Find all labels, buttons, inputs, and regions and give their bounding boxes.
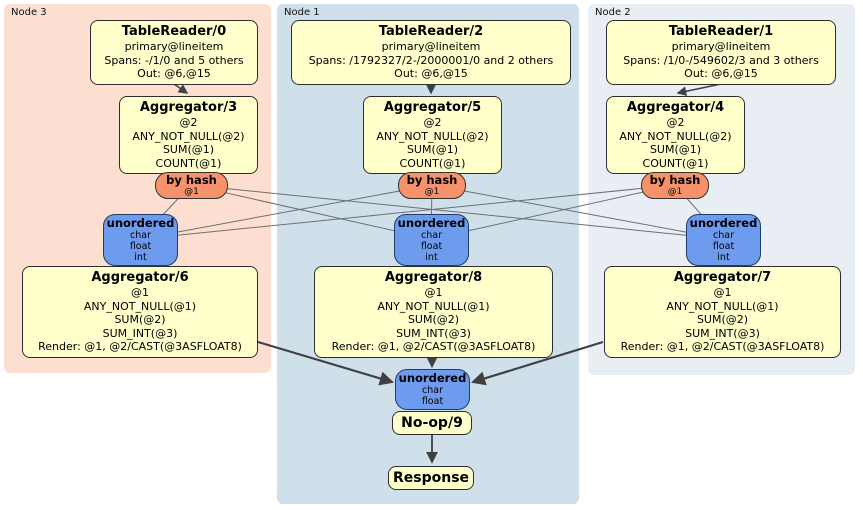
processor-detail: Out: @6,@15 xyxy=(137,67,211,80)
processor-detail: @2 xyxy=(179,116,198,129)
processor-detail: ANY_NOT_NULL(@1) xyxy=(666,299,779,313)
router-detail: @1 xyxy=(184,187,199,197)
router-detail: char xyxy=(421,230,442,241)
processor-detail: Out: @6,@15 xyxy=(684,67,758,80)
processor-response: Response xyxy=(388,466,474,490)
processor-title: TableReader/0 xyxy=(121,24,227,39)
processor-aggregator-4: Aggregator/4 @2 ANY_NOT_NULL(@2) SUM(@1)… xyxy=(606,96,745,174)
processor-detail: Spans: /1792327/2-/2000001/0 and 2 other… xyxy=(308,53,554,67)
router-detail: char xyxy=(713,230,734,241)
processor-detail: SUM_INT(@3) xyxy=(102,326,178,340)
processor-detail: ANY_NOT_NULL(@2) xyxy=(619,129,732,143)
processor-noop-9: No-op/9 xyxy=(392,411,472,435)
processor-detail: Spans: -/1/0 and 5 others xyxy=(104,53,244,67)
router-title: unordered xyxy=(398,371,467,385)
processor-detail: ANY_NOT_NULL(@2) xyxy=(376,129,489,143)
router-title: unordered xyxy=(106,216,175,230)
processor-detail: primary@lineitem xyxy=(124,40,224,53)
router-unordered-node1: unordered char float int xyxy=(394,214,469,266)
processor-detail: SUM(@2) xyxy=(114,313,166,326)
processor-detail: ANY_NOT_NULL(@1) xyxy=(83,299,197,313)
processor-detail: SUM_INT(@3) xyxy=(396,326,471,340)
processor-detail: SUM_INT(@3) xyxy=(685,326,760,340)
processor-detail: Spans: /1/0-/549602/3 and 3 others xyxy=(623,53,819,67)
processor-detail: @2 xyxy=(423,116,442,129)
processor-detail: SUM(@2) xyxy=(696,313,749,326)
processor-aggregator-8: Aggregator/8 @1 ANY_NOT_NULL(@1) SUM(@2)… xyxy=(314,266,553,358)
processor-title: Aggregator/7 xyxy=(673,270,772,285)
processor-detail: ANY_NOT_NULL(@1) xyxy=(377,299,490,313)
region-node1-label: Node 1 xyxy=(284,7,320,18)
processor-detail: @1 xyxy=(713,286,732,299)
router-detail: float xyxy=(712,241,735,252)
router-title: unordered xyxy=(397,216,466,230)
region-node3-label: Node 3 xyxy=(11,7,47,18)
router-detail: int xyxy=(134,252,147,263)
processor-title: Aggregator/5 xyxy=(383,100,482,115)
processor-aggregator-5: Aggregator/5 @2 ANY_NOT_NULL(@2) SUM(@1)… xyxy=(363,96,502,174)
processor-aggregator-3: Aggregator/3 @2 ANY_NOT_NULL(@2) SUM(@1)… xyxy=(119,96,258,174)
router-title: by hash xyxy=(649,173,701,187)
processor-detail: SUM(@1) xyxy=(162,143,215,156)
router-by-hash-node3: by hash @1 xyxy=(155,172,228,199)
processor-tablereader-1: TableReader/1 primary@lineitem Spans: /1… xyxy=(606,20,836,85)
processor-detail: SUM(@1) xyxy=(406,143,459,156)
processor-tablereader-0: TableReader/0 primary@lineitem Spans: -/… xyxy=(90,20,258,85)
router-detail: @1 xyxy=(424,187,440,197)
processor-detail: Render: @1, @2/CAST(@3ASFLOAT8) xyxy=(620,340,825,353)
processor-tablereader-2: TableReader/2 primary@lineitem Spans: /1… xyxy=(291,20,571,85)
processor-title: Aggregator/3 xyxy=(139,100,238,115)
region-node2-label: Node 2 xyxy=(595,7,631,18)
processor-detail: COUNT(@1) xyxy=(155,156,222,170)
router-title: by hash xyxy=(406,173,458,187)
router-detail: int xyxy=(425,252,438,263)
processor-title: Response xyxy=(393,470,470,486)
processor-detail: ANY_NOT_NULL(@2) xyxy=(132,129,245,143)
processor-aggregator-7: Aggregator/7 @1 ANY_NOT_NULL(@1) SUM(@2)… xyxy=(604,266,841,358)
processor-detail: @1 xyxy=(131,286,149,299)
processor-title: TableReader/1 xyxy=(668,24,774,39)
router-unordered-node2: unordered char float int xyxy=(686,214,761,266)
processor-detail: Render: @1, @2/CAST(@3ASFLOAT8) xyxy=(331,340,536,353)
processor-detail: SUM(@1) xyxy=(649,143,702,156)
processor-detail: COUNT(@1) xyxy=(642,156,709,170)
router-title: unordered xyxy=(689,216,758,230)
router-by-hash-node1: by hash @1 xyxy=(398,172,466,199)
router-unordered-final: unordered char float xyxy=(395,369,470,410)
router-detail: int xyxy=(717,252,730,263)
processor-detail: COUNT(@1) xyxy=(399,156,466,170)
processor-title: No-op/9 xyxy=(401,415,463,431)
router-detail: char xyxy=(130,230,151,241)
processor-detail: Out: @6,@15 xyxy=(394,67,468,80)
processor-detail: @1 xyxy=(424,286,443,299)
router-title: by hash xyxy=(166,173,217,187)
router-detail: float xyxy=(129,241,152,252)
processor-detail: primary@lineitem xyxy=(381,40,481,53)
processor-detail: @2 xyxy=(666,116,685,129)
router-detail: char xyxy=(422,385,443,396)
router-detail: float xyxy=(420,241,443,252)
processor-title: Aggregator/4 xyxy=(626,100,725,115)
processor-detail: primary@lineitem xyxy=(671,40,771,53)
processor-title: Aggregator/8 xyxy=(384,270,483,285)
router-detail: float xyxy=(421,396,444,407)
processor-title: TableReader/2 xyxy=(378,24,484,39)
processor-detail: Render: @1, @2/CAST(@3ASFLOAT8) xyxy=(38,340,242,353)
processor-title: Aggregator/6 xyxy=(91,270,189,285)
router-detail: @1 xyxy=(667,187,683,197)
router-unordered-node3: unordered char float int xyxy=(103,214,178,266)
processor-aggregator-6: Aggregator/6 @1 ANY_NOT_NULL(@1) SUM(@2)… xyxy=(22,266,258,358)
processor-detail: SUM(@2) xyxy=(407,313,460,326)
router-by-hash-node2: by hash @1 xyxy=(641,172,709,199)
